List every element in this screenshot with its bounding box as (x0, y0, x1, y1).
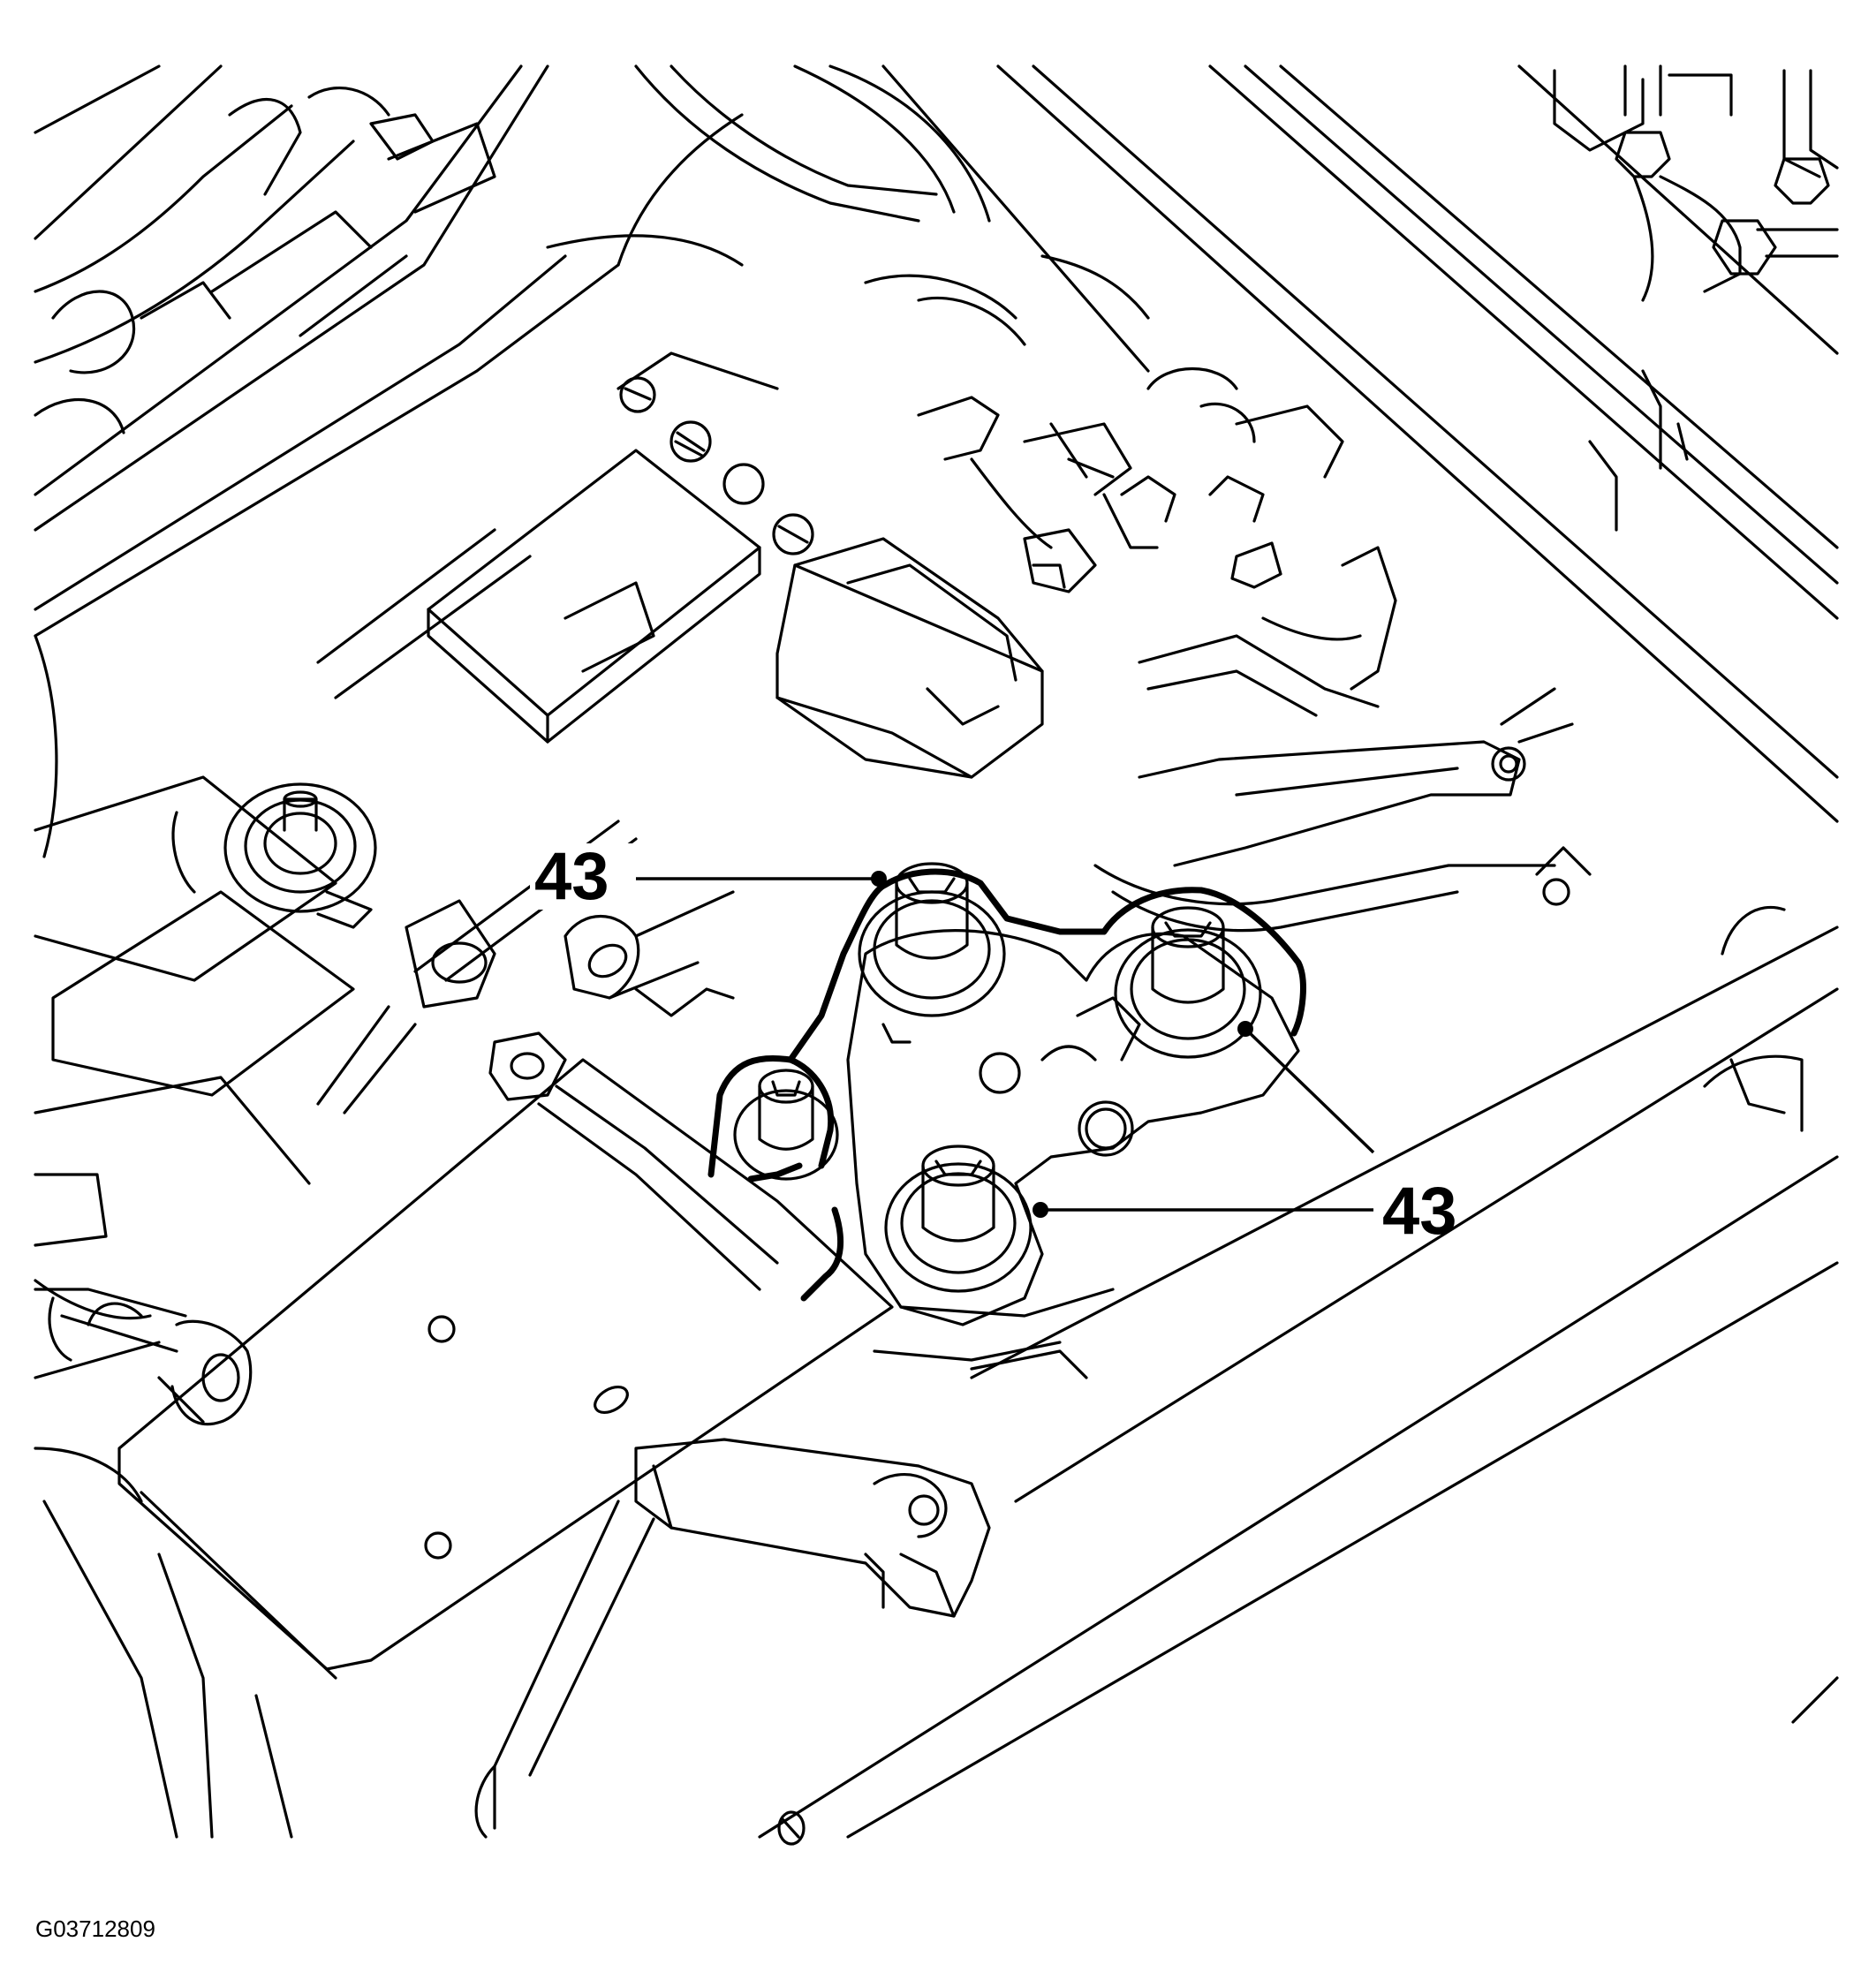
callout-43-upper: 43 (530, 839, 887, 914)
callout-label: 43 (1382, 1174, 1457, 1249)
transmission-housing-left (34, 634, 355, 1839)
subframe-lower-right (758, 905, 1839, 1839)
mount-bolt-4 (884, 1145, 1033, 1293)
frame-rails-right (996, 64, 1839, 823)
callout-43-lower: 43 (1033, 1021, 1457, 1249)
steering-link-lower (474, 1438, 991, 1839)
mount-bolt-3 (733, 1069, 839, 1181)
tube-end-left (34, 1288, 253, 1426)
linkage-rod-left (316, 820, 779, 1291)
mount-bracket-lug (564, 890, 735, 1017)
wiring-harness-top-left (34, 64, 620, 638)
upper-right-bolts (1138, 366, 1397, 717)
callout-label: 43 (534, 839, 609, 914)
screw-row (619, 376, 814, 555)
fittings-top-right (1553, 64, 1839, 302)
control-module (316, 351, 779, 744)
mount-bolt-1 (858, 862, 1006, 1017)
coolant-pipes-top (546, 64, 1150, 373)
figure-id: G03712809 (35, 1915, 155, 1942)
screw-bottom (777, 1810, 806, 1846)
mount-bolt-2 (1114, 906, 1262, 1059)
mount-stud-left (171, 782, 377, 929)
cover-plate-lower (117, 1058, 894, 1680)
sensor-connector (775, 396, 1176, 779)
bolt-pattern-highlight (707, 868, 1306, 1302)
